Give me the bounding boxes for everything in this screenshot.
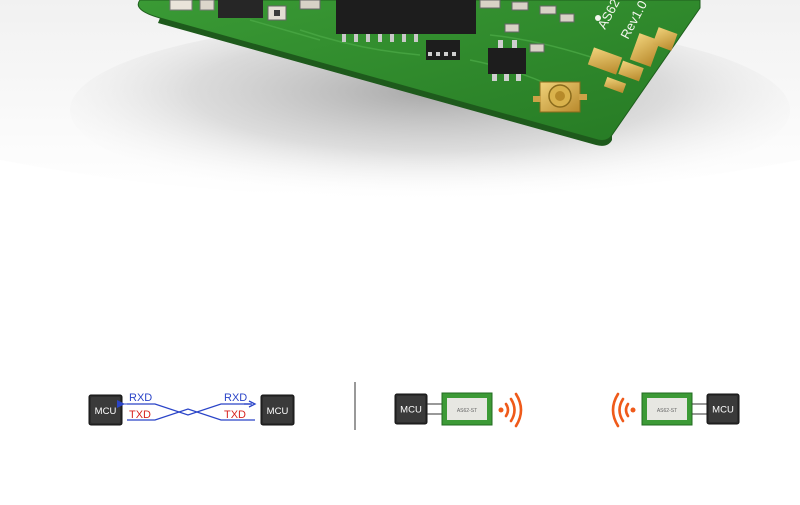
signal-waves-icon (611, 392, 636, 428)
signal-waves-icon (498, 392, 523, 428)
mcu-chip-right: MCU (260, 394, 295, 426)
module-label: AS62-ST (457, 408, 477, 414)
mcu-label: MCU (267, 406, 289, 417)
main-ic (336, 0, 476, 42)
mcu-chip-left: MCU (88, 394, 123, 426)
mcu-label: MCU (712, 405, 734, 416)
application-diagrams: MCU MCU RXD TXD RXD TXD MCU AS62-ST (88, 382, 740, 430)
txd-label-right: TXD (224, 409, 246, 421)
mcu-label: MCU (95, 406, 117, 417)
rf-module: AS62-ST (441, 392, 493, 426)
txd-label-left: TXD (129, 409, 151, 421)
mcu-chip: MCU (394, 393, 428, 425)
mcu-label: MCU (400, 405, 422, 416)
wireless-rx-diagram: AS62-ST MCU (611, 392, 740, 428)
edge-pads (587, 27, 678, 94)
rxd-label-left: RXD (129, 392, 152, 404)
tx-wire (127, 408, 255, 421)
wireless-tx-diagram: MCU AS62-ST (394, 392, 523, 428)
mcu-chip: MCU (706, 393, 740, 425)
ipex-connector (533, 81, 587, 113)
rf-module: AS62-ST (641, 392, 693, 426)
uart-diagram: MCU MCU RXD TXD RXD TXD (88, 392, 295, 426)
hero-pcb-render: AS62-ST Rev1.0 (0, 0, 800, 200)
rx-wire (127, 403, 251, 416)
module-label: AS62-ST (657, 408, 677, 414)
rxd-label-right: RXD (224, 392, 247, 404)
pcb-module: AS62-ST Rev1.0 (137, 0, 701, 146)
